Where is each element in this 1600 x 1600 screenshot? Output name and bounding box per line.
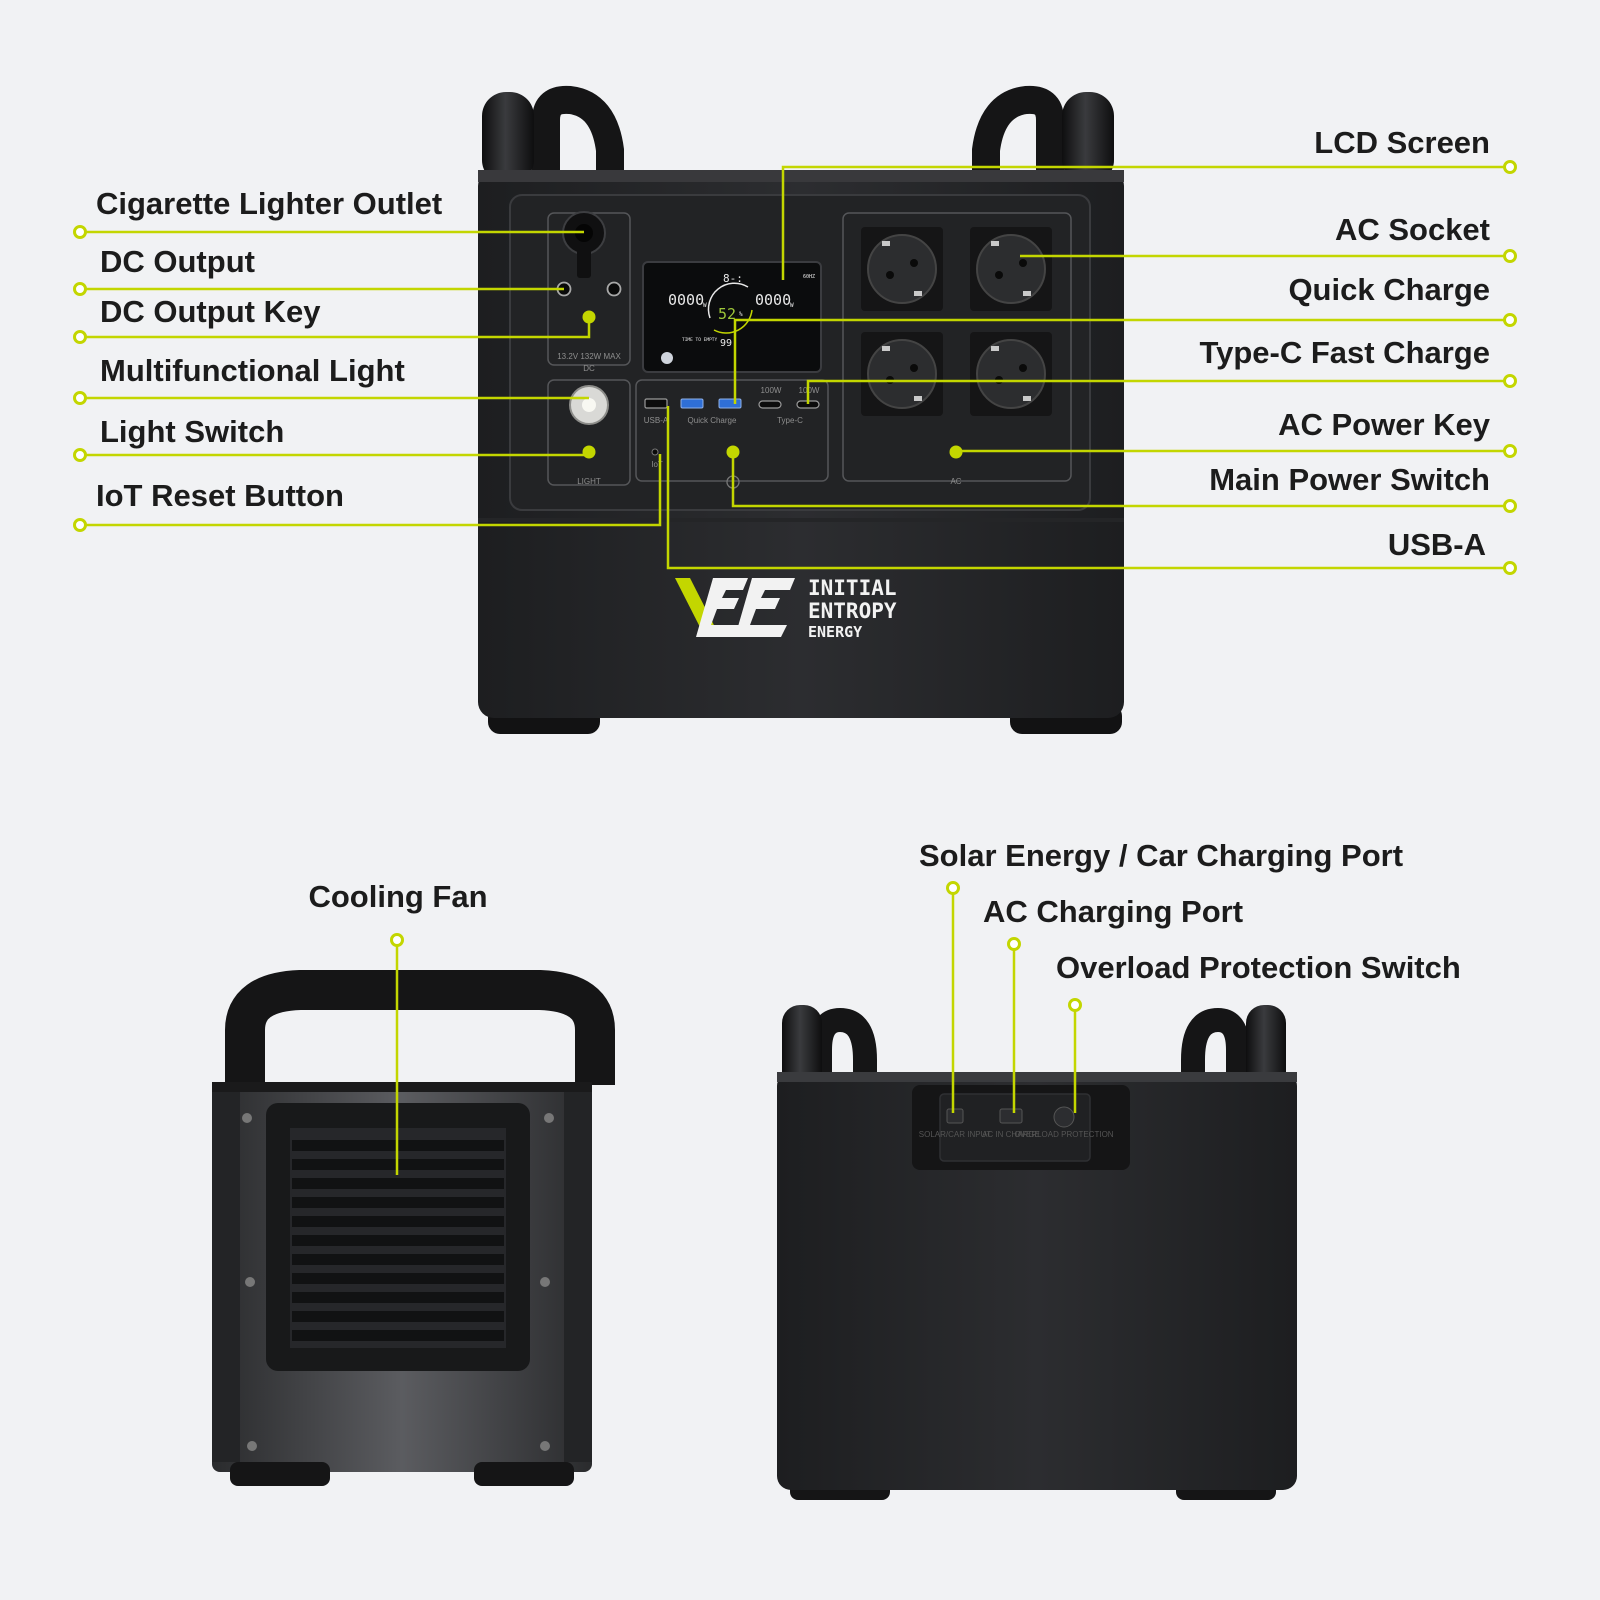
svg-text:Quick Charge: Quick Charge [688, 416, 737, 425]
label-usb-a: USB-A [1388, 527, 1486, 562]
svg-text:8-:: 8-: [723, 272, 743, 285]
callout-labels: Cigarette Lighter Outlet DC Output DC Ou… [96, 125, 1491, 985]
label-ac-power-key: AC Power Key [1278, 407, 1491, 442]
svg-text:AC IN CHARGE: AC IN CHARGE [982, 1130, 1040, 1139]
fan-slat [292, 1254, 504, 1265]
light-section [547, 379, 631, 486]
brand-logo: INITIAL ENTROPY ENERGY [675, 576, 897, 641]
label-type-c-fast-charge: Type-C Fast Charge [1199, 335, 1490, 370]
ac-socket-4[interactable] [970, 332, 1052, 416]
dc-label: DC [583, 364, 595, 373]
fan-slat [292, 1292, 504, 1303]
svg-text:AC: AC [950, 477, 961, 486]
fan-slat [292, 1216, 504, 1227]
multifunctional-light [569, 385, 609, 425]
ac-socket-3[interactable] [861, 332, 943, 416]
label-solar-car-charging-port: Solar Energy / Car Charging Port [919, 838, 1403, 873]
type-c-port-1[interactable] [758, 400, 782, 409]
svg-text:99: 99 [720, 338, 732, 349]
ac-socket-1[interactable] [861, 227, 943, 311]
label-cigarette-lighter-outlet: Cigarette Lighter Outlet [96, 186, 442, 221]
dc-spec-label: 13.2V 132W MAX [557, 352, 621, 361]
label-ac-charging-port: AC Charging Port [983, 894, 1243, 929]
label-main-power-switch: Main Power Switch [1209, 462, 1490, 497]
fan-slat [292, 1235, 504, 1246]
svg-text:60HZ: 60HZ [803, 274, 815, 280]
fan-slat [292, 1330, 504, 1341]
svg-text:0000: 0000 [755, 291, 791, 309]
lcd-button[interactable] [661, 352, 673, 364]
label-cooling-fan: Cooling Fan [308, 879, 487, 914]
svg-text:0000: 0000 [668, 291, 704, 309]
front-handle-left [482, 85, 624, 184]
fan-slat [292, 1197, 504, 1208]
back-view: SOLAR/CAR INPUT AC IN CHARGE OVERLOAD PR… [777, 1005, 1297, 1500]
light-switch[interactable] [582, 445, 596, 459]
svg-text:Type-C: Type-C [777, 416, 803, 425]
front-view: 13.2V 132W MAX DC LIGHT 8-: 60HZ 0000 W … [478, 85, 1124, 734]
solar-car-charging-port[interactable] [946, 1108, 964, 1124]
ac-socket-2[interactable] [970, 227, 1052, 311]
ac-section [842, 212, 1072, 482]
callout-leaders [73, 160, 1517, 1175]
fan-slat [292, 1311, 504, 1322]
svg-text:OVERLOAD PROTECTION: OVERLOAD PROTECTION [1014, 1130, 1113, 1139]
svg-text:W: W [703, 302, 707, 309]
label-ac-socket: AC Socket [1335, 212, 1490, 247]
label-quick-charge: Quick Charge [1288, 272, 1490, 307]
label-multifunctional-light: Multifunctional Light [100, 353, 405, 388]
dc-output-port-2[interactable] [606, 281, 622, 297]
side-view [212, 970, 615, 1486]
battery-percent: 52 [718, 305, 736, 323]
label-dc-output: DC Output [100, 244, 255, 279]
fan-slat [292, 1178, 504, 1189]
lcd-screen: 8-: 60HZ 0000 W 0000 W 52 % TIME TO EMPT… [642, 261, 822, 373]
svg-text:IoT: IoT [651, 460, 663, 469]
svg-text:W: W [790, 302, 794, 309]
svg-text:INITIAL: INITIAL [808, 576, 897, 600]
label-lcd-screen: LCD Screen [1314, 125, 1490, 160]
svg-text:ENTROPY: ENTROPY [808, 599, 897, 623]
light-label: LIGHT [577, 477, 601, 486]
back-body [777, 1072, 1297, 1490]
svg-text:100W: 100W [761, 386, 782, 395]
front-handle-right [972, 85, 1114, 184]
fan-slat [292, 1273, 504, 1284]
svg-text:%: % [739, 311, 743, 318]
ac-charging-port[interactable] [999, 1108, 1023, 1124]
label-dc-output-key: DC Output Key [100, 294, 321, 329]
svg-text:USB-A: USB-A [644, 416, 669, 425]
usb-a-port[interactable] [644, 398, 668, 409]
iot-reset-button[interactable] [651, 448, 659, 456]
label-light-switch: Light Switch [100, 414, 284, 449]
quick-charge-port-2[interactable] [718, 398, 742, 409]
svg-text:SOLAR/CAR INPUT: SOLAR/CAR INPUT [919, 1130, 992, 1139]
overload-protection-switch[interactable] [1053, 1106, 1075, 1128]
label-overload-protection-switch: Overload Protection Switch [1056, 950, 1461, 985]
quick-charge-port-1[interactable] [680, 398, 704, 409]
label-iot-reset-button: IoT Reset Button [96, 478, 344, 513]
cooling-fan [266, 1103, 530, 1371]
svg-text:ENERGY: ENERGY [808, 623, 862, 641]
svg-text:TIME TO EMPTY: TIME TO EMPTY [682, 337, 718, 343]
